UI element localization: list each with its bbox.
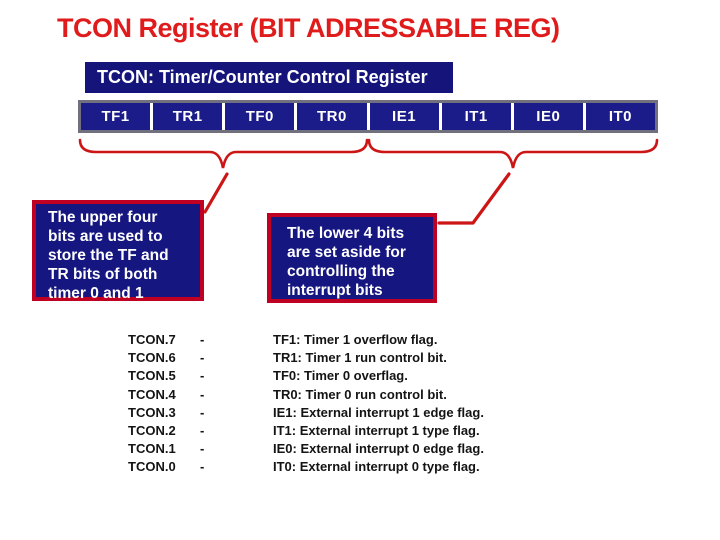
bit-separator: - [200,332,205,347]
brace-upper-bits-icon [78,138,369,169]
table-row: TCON.6 - TR1: Timer 1 run control bit. [128,349,484,367]
connector-lower-callout [437,172,511,225]
register-bit-cell-ie1: IE1 [369,103,439,130]
bit-separator: - [200,368,205,384]
register-header-banner: TCON: Timer/Counter Control Register [85,62,453,93]
bit-separator: - [200,441,205,457]
table-row: TCON.4 - TR0: Timer 0 run control bit. [128,386,484,404]
bit-name: TCON.2 [128,422,176,438]
register-bit-cell-tr1: TR1 [153,103,223,130]
bit-description-table: TCON.7 - TF1: Timer 1 overflow flag. TCON.… [128,331,484,477]
bit-description: IT1: External interrupt 1 type flag. [273,422,480,438]
bit-description: TF0: Timer 0 overflag. [273,368,408,384]
register-bit-cell-tr0: TR0 [297,103,367,130]
bit-description: IE0: External interrupt 0 edge flag. [273,441,484,457]
table-row: TCON.7 - TF1: Timer 1 overflow flag. [128,331,484,349]
bit-separator: - [200,422,205,438]
bit-description: IT0: External interrupt 0 type flag. [273,459,480,475]
bit-separator: - [200,459,205,475]
table-row: TCON.3 - IE1: External interrupt 1 edge fl… [128,404,484,422]
bit-name: TCON.0 [128,459,176,475]
bit-description: TF1: Timer 1 overflow flag. [273,332,438,347]
bit-separator: - [200,404,205,420]
register-bit-cell-tf1: TF1 [81,103,151,130]
bit-separator: - [200,386,205,402]
bit-name: TCON.7 [128,332,176,347]
table-row: TCON.5 - TF0: Timer 0 overflag. [128,367,484,385]
table-row: TCON.2 - IT1: External interrupt 1 type fl… [128,422,484,440]
register-bit-cell-it0: IT0 [585,103,655,130]
bit-description: IE1: External interrupt 1 edge flag. [273,404,484,420]
bit-separator: - [200,350,205,366]
bit-name: TCON.3 [128,404,176,420]
table-row: TCON.1 - IE0: External interrupt 0 edge fl… [128,440,484,458]
page-title: TCON Register (BIT ADRESSABLE REG) [57,13,560,43]
table-row: TCON.0 - IT0: External interrupt 0 type fl… [128,458,484,476]
register-bit-cell-ie0: IE0 [513,103,583,130]
bit-name: TCON.1 [128,441,176,457]
bit-name: TCON.5 [128,368,176,384]
register-bit-row: TF1 TR1 TF0 TR0 IE1 IT1 IE0 IT0 [78,100,658,133]
bit-description: TR1: Timer 1 run control bit. [273,350,447,366]
bit-name: TCON.6 [128,350,176,366]
register-bit-cell-it1: IT1 [441,103,511,130]
bit-description: TR0: Timer 0 run control bit. [273,386,447,402]
callout-lower-bits: The lower 4 bits are set aside for contr… [267,213,437,303]
register-bit-cell-tf0: TF0 [225,103,295,130]
brace-lower-bits-icon [367,138,659,169]
connector-upper-callout [203,172,229,214]
callout-upper-bits: The upper four bits are used to store th… [32,200,204,302]
bit-name: TCON.4 [128,386,176,402]
